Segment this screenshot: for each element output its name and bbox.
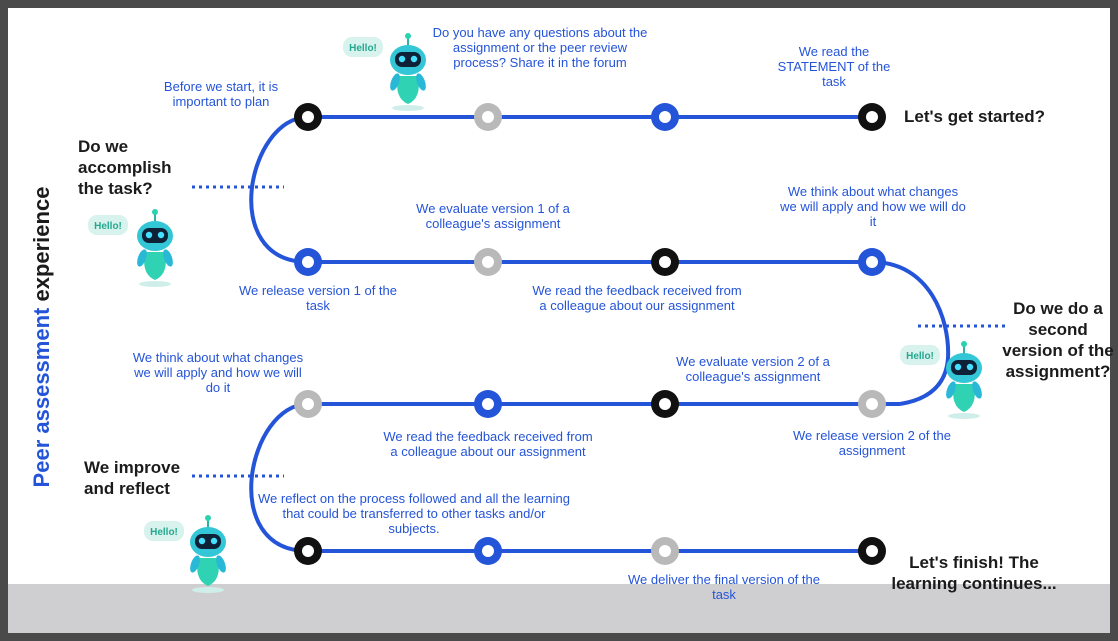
hello-bubble-4: Hello! [144,521,184,541]
label-before-start: Before we start, it is important to plan [163,79,279,109]
label-questions-forum: Do you have any questions about the assi… [432,25,648,70]
label-feedback-2: We read the feedback received from a col… [383,429,593,459]
left-curve-2 [249,402,309,553]
label-think-changes-1: We think about what changes we will appl… [780,184,966,229]
left-curve-1 [249,115,309,264]
white-panel [8,8,1110,633]
label-lets-finish: Let's finish! The learning continues... [891,553,1057,593]
label-release-v2: We release version 2 of the assignment [792,428,951,458]
hello-bubble-3: Hello! [900,345,940,365]
label-evaluate-v1: We evaluate version 1 of a colleague's a… [416,201,570,231]
label-feedback-1: We read the feedback received from a col… [532,283,742,313]
label-reflect-process: We reflect on the process followed and a… [258,491,570,536]
right-curve [871,260,951,406]
title-accent: Peer assessment [29,307,54,488]
title-rest: experience [29,186,54,308]
label-second-version: Do we do a second version of the assignm… [1002,299,1114,381]
hello-bubble-2: Hello! [88,215,128,235]
label-think-changes-2: We think about what changes we will appl… [132,350,304,395]
label-accomplish-task: Do we accomplish the task? [78,137,172,198]
svg-text:Hello!: Hello! [349,43,377,54]
svg-text:Hello!: Hello! [906,351,934,362]
svg-text:Hello!: Hello! [150,527,178,538]
label-release-v1: We release version 1 of the task [238,283,397,313]
label-read-statement: We read the STATEMENT of the task [777,44,891,89]
hello-bubble-1: Hello! [343,37,383,57]
label-improve-reflect: We improve and reflect [84,458,181,498]
label-evaluate-v2: We evaluate version 2 of a colleague's a… [676,354,830,384]
label-lets-get-started: Let's get started? [904,107,1046,126]
vertical-title: Peer assessment experience [29,187,55,488]
label-deliver-final: We deliver the final version of the task [628,572,820,602]
svg-text:Hello!: Hello! [94,221,122,232]
bottom-band [8,584,1110,633]
